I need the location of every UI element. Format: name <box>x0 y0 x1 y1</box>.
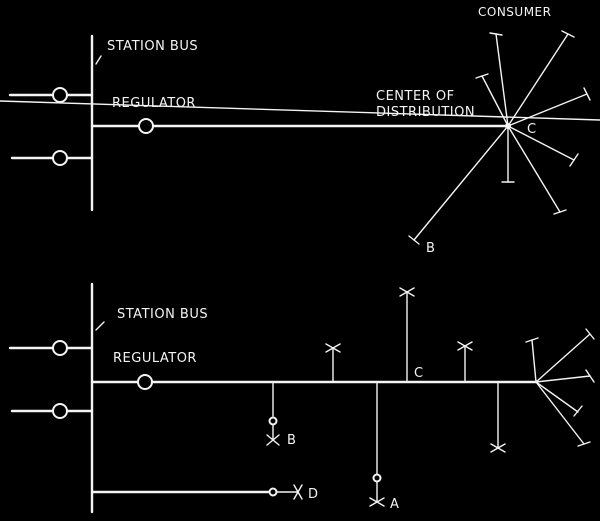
consumer-mark <box>577 441 591 447</box>
bottom-regulator-label: REGULATOR <box>113 351 197 366</box>
consumer-mark <box>573 405 583 417</box>
radial-feeder-e <box>507 93 588 127</box>
consumer-label: CONSUMER <box>478 5 551 19</box>
center-label-line2: DISTRIBUTION <box>376 105 475 120</box>
radial-feeder-se <box>507 125 575 161</box>
fan-feeder <box>535 333 591 383</box>
center-label-line1: CENTER OF <box>376 89 455 104</box>
bottom-station-bus-label: STATION BUS <box>117 307 208 322</box>
branch-b-node <box>268 416 278 426</box>
center-of-distribution-point <box>505 123 511 129</box>
fan-feeder <box>535 381 585 445</box>
bottom-branches: B A C <box>266 287 595 512</box>
radial-feeder-sw <box>413 125 509 241</box>
top-diagram: STATION BUS REGULATOR CENTER OF DISTRIBU… <box>0 5 600 256</box>
bottom-bus-pointer <box>95 321 105 331</box>
top-generator-1 <box>52 87 68 103</box>
consumer-mark <box>490 443 506 453</box>
consumer-mark <box>266 434 280 446</box>
bottom-point-c-label: C <box>414 366 424 381</box>
top-regulator-label: REGULATOR <box>112 96 196 111</box>
consumer-mark <box>561 30 575 38</box>
consumer-mark <box>325 343 341 353</box>
radial-feeder-ne <box>507 33 569 127</box>
bottom-diagram: STATION BUS REGULATOR B <box>8 282 595 514</box>
radial-feeder-nw <box>481 75 509 127</box>
consumer-mark <box>293 484 303 500</box>
bottom-point-a-label: A <box>390 497 399 512</box>
branch-a-node <box>372 473 382 483</box>
top-regulator <box>138 118 154 134</box>
fan-feeder <box>535 381 579 413</box>
consumer-mark <box>583 87 591 101</box>
radial-feeder-sse <box>507 125 561 213</box>
bottom-regulator <box>137 374 153 390</box>
top-point-b-label: B <box>426 241 435 256</box>
consumer-mark <box>525 337 539 343</box>
consumer-mark <box>585 369 595 383</box>
consumer-mark <box>475 73 489 79</box>
consumer-mark <box>553 209 567 215</box>
bottom-point-b-label: B <box>287 433 296 448</box>
consumer-mark <box>489 32 503 36</box>
consumer-mark <box>369 497 385 507</box>
radial-feeder-n <box>495 33 509 127</box>
top-station-bus-label: STATION BUS <box>107 39 198 54</box>
consumer-mark <box>569 153 579 167</box>
bottom-generator-1 <box>52 340 68 356</box>
top-bus-pointer <box>95 55 102 65</box>
fan-feeder <box>531 339 537 383</box>
consumer-mark <box>408 235 420 245</box>
consumer-mark <box>399 287 415 297</box>
top-generator-2 <box>52 150 68 166</box>
branch-d-node <box>268 487 278 497</box>
top-crossing-line <box>0 100 600 121</box>
radial-feeders <box>408 30 591 245</box>
bottom-point-d-label: D <box>308 487 319 502</box>
center-point-label: C <box>527 122 537 137</box>
consumer-mark <box>585 328 595 340</box>
bottom-generator-2 <box>52 403 68 419</box>
fan-feeder <box>535 375 591 383</box>
consumer-mark <box>457 341 473 351</box>
